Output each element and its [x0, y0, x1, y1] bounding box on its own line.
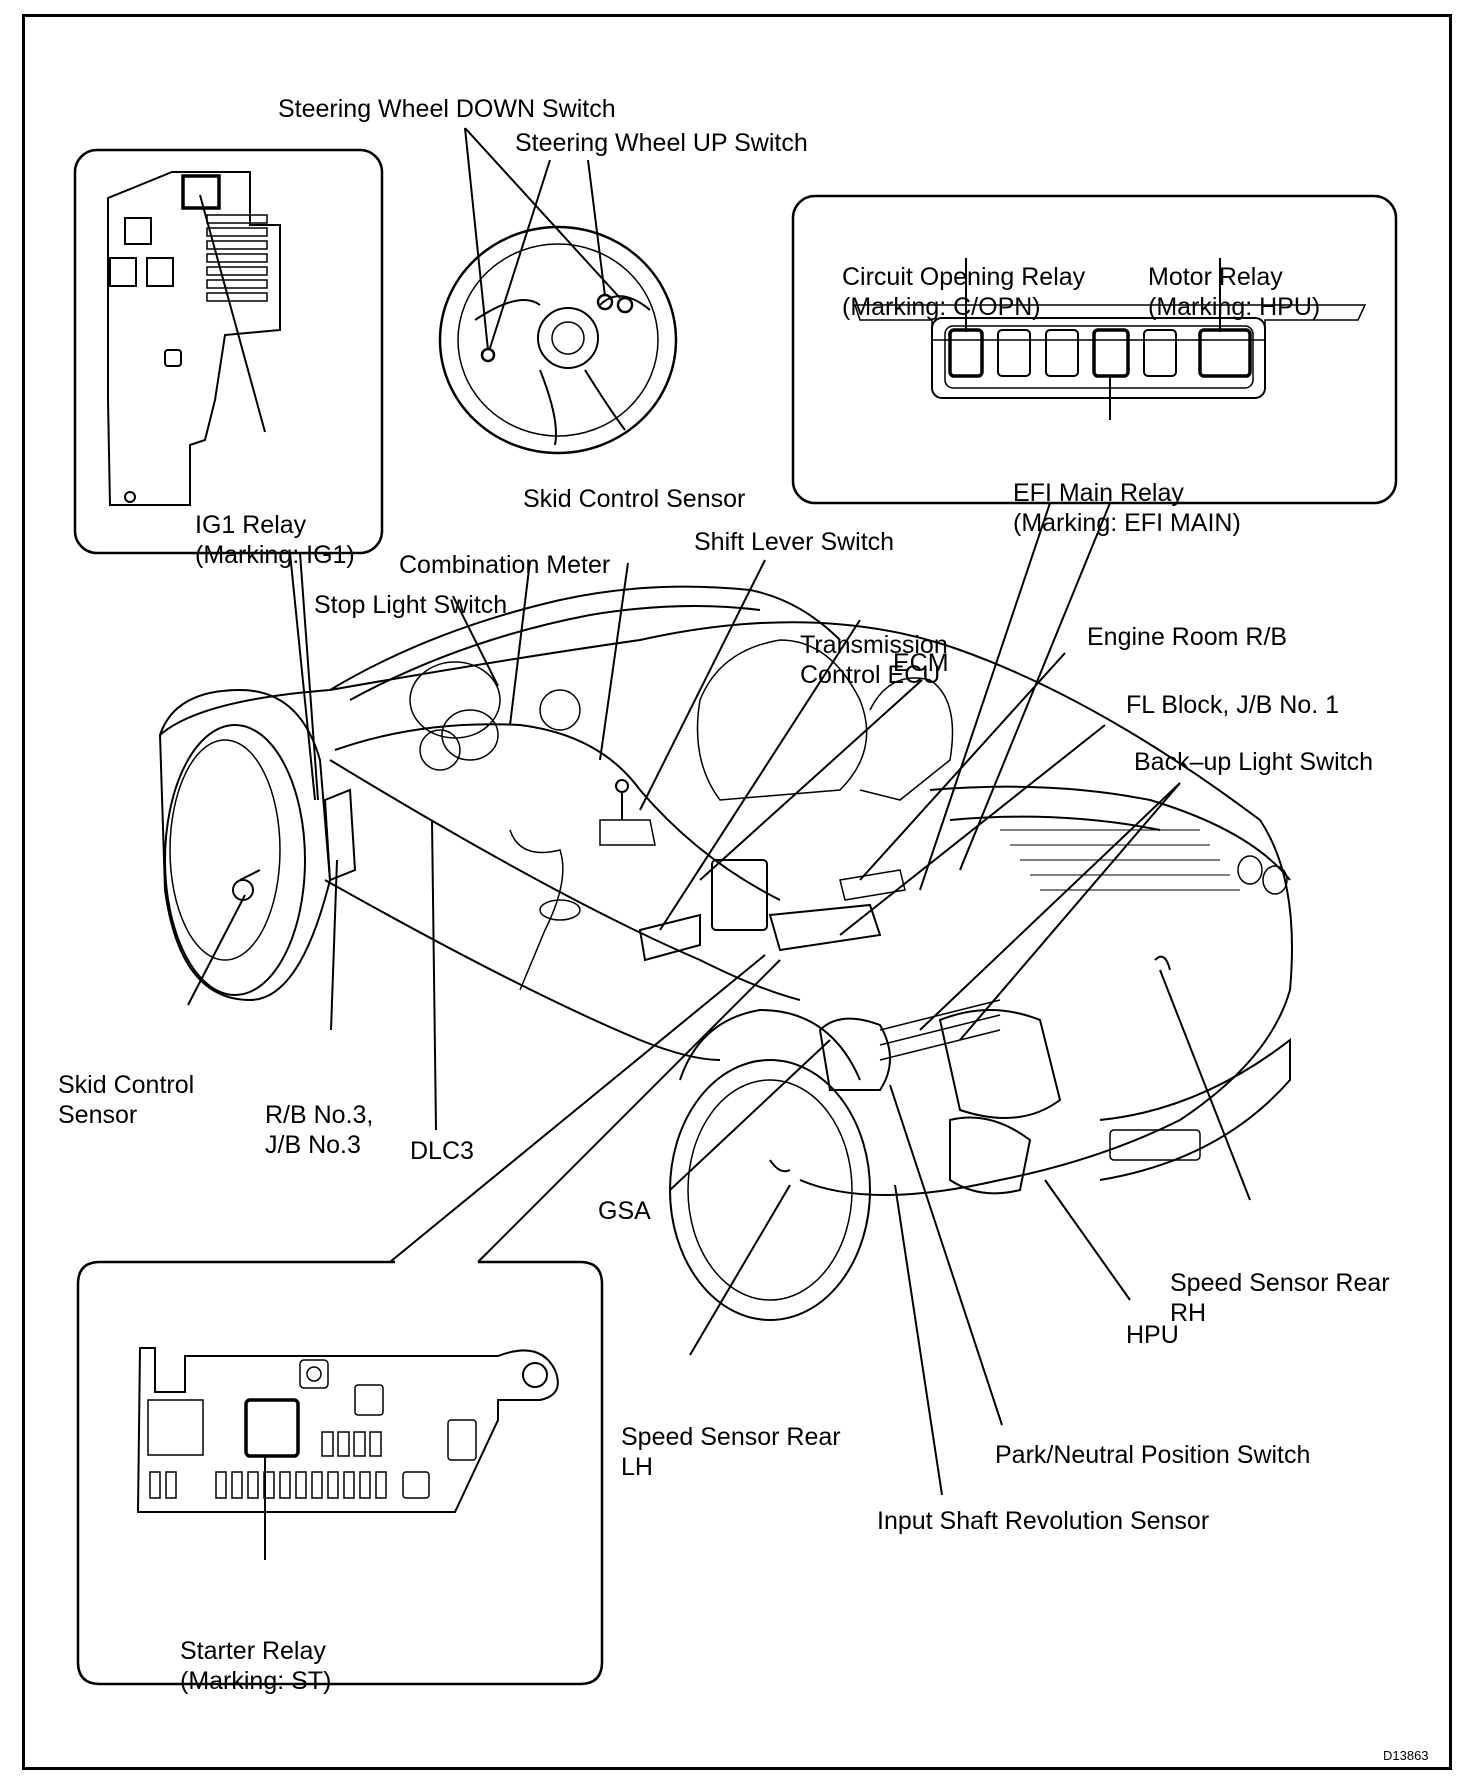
label-motor-relay: Motor Relay(Marking: HPU) — [1148, 263, 1321, 321]
vehicle-illustration — [158, 585, 1293, 1321]
label-ig1-relay: IG1 Relay(Marking: IG1) — [195, 511, 355, 569]
figure-code: D13863 — [1383, 1748, 1429, 1763]
label-backup-light-switch: Back–up Light Switch — [1134, 748, 1374, 776]
label-circuit-opening-relay: Circuit Opening Relay(Marking: C/OPN) — [842, 263, 1086, 321]
steering-wheel-illustration — [438, 127, 678, 455]
label-skid-control-sensor-top: Skid Control Sensor — [523, 485, 746, 513]
label-hpu: HPU — [1126, 1321, 1179, 1349]
label-input-shaft-revolution-sensor: Input Shaft Revolution Sensor — [877, 1507, 1210, 1535]
label-park-neutral-position-switch: Park/Neutral Position Switch — [995, 1441, 1311, 1469]
label-combination-meter: Combination Meter — [399, 551, 611, 579]
label-rb-no3-jb-no3: R/B No.3,J/B No.3 — [265, 1101, 374, 1159]
label-dlc3: DLC3 — [410, 1137, 474, 1165]
label-shift-lever-switch: Shift Lever Switch — [694, 528, 895, 556]
label-ecm: ECM — [893, 649, 949, 677]
label-steering-wheel-up-switch: Steering Wheel UP Switch — [515, 129, 808, 157]
label-stop-light-switch: Stop Light Switch — [314, 591, 508, 619]
starter-relay-inset — [76, 1260, 604, 1686]
label-gsa: GSA — [598, 1197, 651, 1225]
ig1-relay-inset — [73, 148, 384, 555]
figure-border — [22, 14, 1452, 1770]
label-steering-wheel-down-switch: Steering Wheel DOWN Switch — [278, 95, 616, 123]
relay-block-inset — [791, 194, 1398, 505]
label-efi-main-relay: EFI Main Relay(Marking: EFI MAIN) — [1013, 479, 1241, 537]
label-fl-block-jb-no1: FL Block, J/B No. 1 — [1126, 691, 1340, 719]
leader-lines — [187, 502, 1251, 1496]
label-engine-room-rb: Engine Room R/B — [1087, 623, 1288, 651]
label-starter-relay: Starter Relay(Marking: ST) — [180, 1637, 332, 1695]
